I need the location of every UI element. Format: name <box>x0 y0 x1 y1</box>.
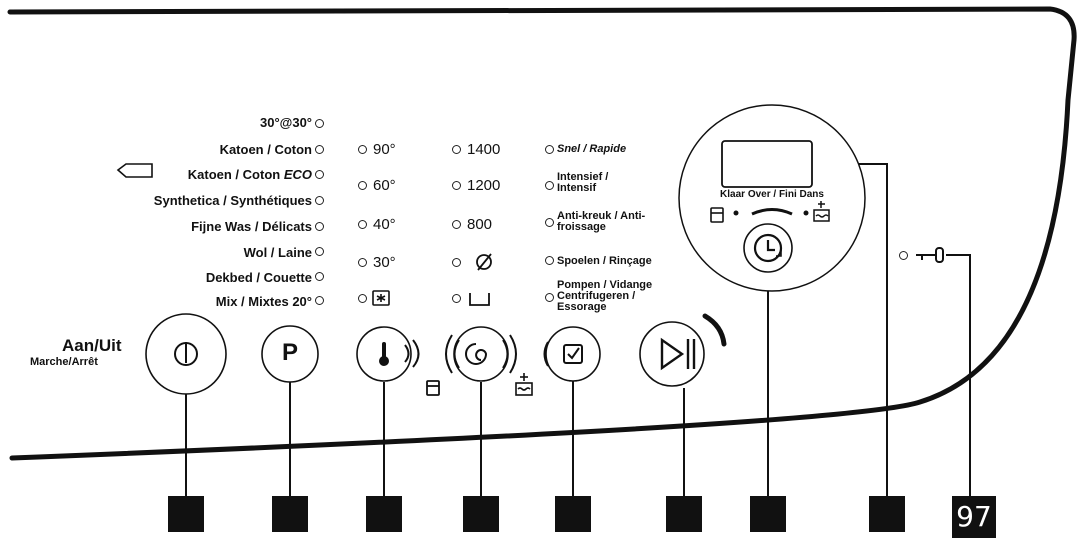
program-led-7 <box>315 296 324 305</box>
program-button-ring <box>261 325 319 383</box>
option-pompen-label: Pompen / Vidange Centrifugeren / Essorag… <box>557 279 653 313</box>
key-lock-icon <box>916 247 944 263</box>
callout-5 <box>555 496 591 532</box>
options-button[interactable] <box>546 327 600 381</box>
spin-led-rinsehold <box>452 294 461 303</box>
spin-1200-label: 1200 <box>467 177 501 194</box>
callout-3 <box>366 496 402 532</box>
display-label: Klaar Over / Fini Dans <box>720 189 824 200</box>
program-30at30-label: 30°@30° <box>260 115 312 130</box>
delay-button[interactable] <box>744 224 792 272</box>
spin-button[interactable] <box>454 327 508 381</box>
option-snel-label: Snel / Rapide <box>557 143 627 155</box>
program-led-1 <box>315 145 324 154</box>
program-led-5 <box>315 247 324 256</box>
option-led-antikreuk <box>545 218 554 227</box>
temp-led-60 <box>358 181 367 190</box>
no-spin-icon <box>476 253 492 271</box>
display-arc <box>751 208 793 216</box>
program-katoen-eco-label: Katoen / Coton ECO <box>130 168 312 181</box>
page-number: 97 <box>952 496 996 538</box>
program-led-6 <box>315 272 324 281</box>
callout-8 <box>869 496 905 532</box>
program-led-0 <box>315 119 324 128</box>
rinse-hold-icon <box>469 293 490 306</box>
spin-led-nospin <box>452 258 461 267</box>
temp-led-90 <box>358 145 367 154</box>
thermometer-icon <box>379 342 389 366</box>
spin-led-800 <box>452 220 461 229</box>
temp-led-30 <box>358 258 367 267</box>
option-led-snel <box>545 145 554 154</box>
program-led-2 <box>315 170 324 179</box>
program-katoen-label: Katoen / Coton <box>219 142 312 157</box>
cold-icon <box>372 290 390 306</box>
start-pause-icon <box>660 337 696 371</box>
callout-7 <box>750 496 786 532</box>
program-button-letter: P <box>281 339 298 366</box>
panel-outline <box>7 6 1077 461</box>
temp-40-label: 40° <box>373 216 396 233</box>
spin-led-1400 <box>452 145 461 154</box>
display-door-icon <box>710 207 724 223</box>
start-pause-button-ring <box>639 321 705 387</box>
temp-90-label: 90° <box>373 141 396 158</box>
options-check-icon <box>563 344 583 364</box>
options-button-ring <box>545 326 601 382</box>
power-title: Aan/Uit <box>62 336 122 355</box>
display-rinse-icon <box>813 201 830 222</box>
temp-led-40 <box>358 220 367 229</box>
program-led-4 <box>315 222 324 231</box>
option-spoelen-label: Spoelen / Rinçage <box>557 255 652 267</box>
temp-30-label: 30° <box>373 254 396 271</box>
program-katoen-eco-text: Katoen / Coton <box>187 167 281 182</box>
program-synthetica-label: Synthetica / Synthétiques <box>153 193 312 208</box>
program-mix-label: Mix / Mixtes 20° <box>215 294 312 309</box>
option-antikreuk-label: Anti-kreuk / Anti-froissage <box>557 210 646 233</box>
start-pause-button[interactable] <box>640 322 704 386</box>
power-button[interactable] <box>146 314 226 394</box>
spin-800-label: 800 <box>467 216 493 233</box>
program-fijne-was-label: Fijne Was / Délicats <box>191 219 312 234</box>
callout-6 <box>666 496 702 532</box>
spin-led-1200 <box>452 181 461 190</box>
time-display <box>721 140 813 188</box>
power-subtitle: Marche/Arrêt <box>30 356 98 368</box>
program-wol-label: Wol / Laine <box>243 245 312 260</box>
eco-tag-icon <box>116 163 153 178</box>
prewash-icon <box>426 380 440 396</box>
callout-2 <box>272 496 308 532</box>
temp-60-label: 60° <box>373 177 396 194</box>
callout-1 <box>168 496 204 532</box>
program-button[interactable] <box>262 326 318 382</box>
option-led-pompen <box>545 293 554 302</box>
eco-suffix: ECO <box>283 167 312 182</box>
program-dekbed-label: Dekbed / Couette <box>205 270 312 285</box>
leader-lines <box>185 163 971 497</box>
callout-4 <box>463 496 499 532</box>
rinse-plus-icon <box>515 373 533 396</box>
option-intensief-label: Intensief / Intensif <box>557 171 609 194</box>
key-lock-led <box>899 251 908 260</box>
delay-timer-icon <box>753 233 783 263</box>
option-led-intensief <box>545 181 554 190</box>
program-led-3 <box>315 196 324 205</box>
option-led-spoelen <box>545 256 554 265</box>
spin-swirl-icon <box>465 343 488 365</box>
start-progress-arc <box>702 313 727 347</box>
spin-1400-label: 1400 <box>467 141 501 158</box>
temperature-button[interactable] <box>357 327 411 381</box>
temp-led-cold <box>358 294 367 303</box>
